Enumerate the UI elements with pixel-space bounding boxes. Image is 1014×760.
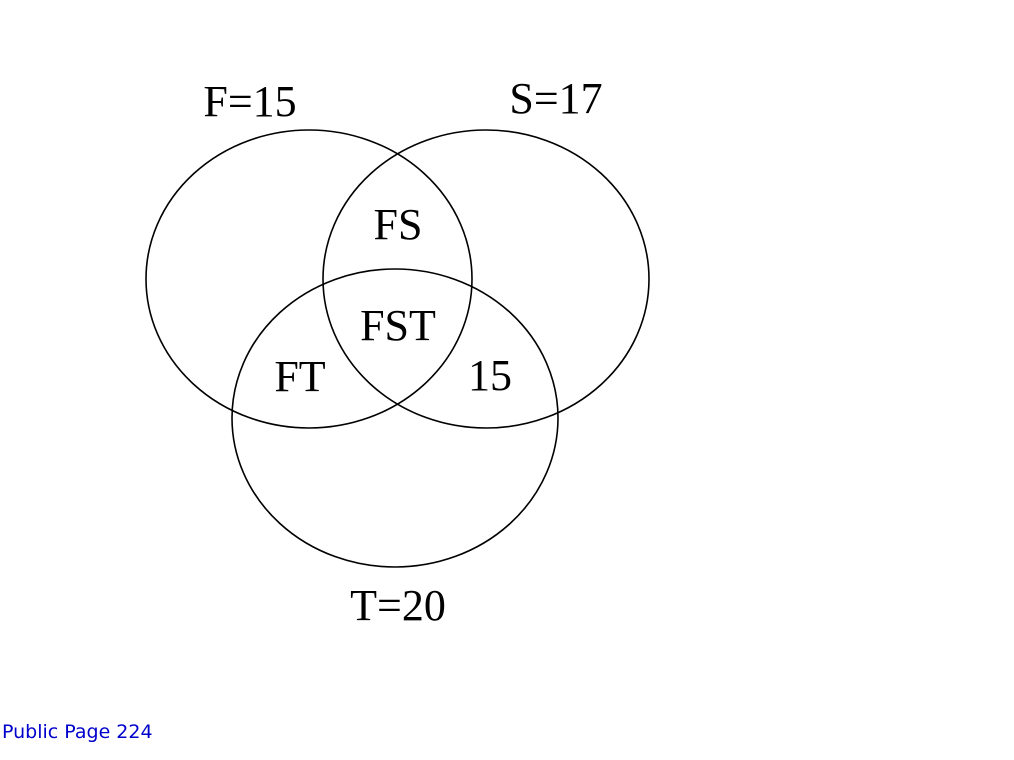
region-label-ft: FT xyxy=(274,352,325,401)
set-label-f: F=15 xyxy=(203,77,296,126)
circle-s xyxy=(322,129,650,429)
region-label-st: 15 xyxy=(468,351,512,400)
region-label-fst: FST xyxy=(360,301,436,350)
circle-t xyxy=(231,268,559,568)
circle-f xyxy=(145,129,473,429)
region-label-fs: FS xyxy=(374,200,423,249)
set-label-s: S=17 xyxy=(509,74,602,123)
set-label-t: T=20 xyxy=(350,581,446,630)
public-page-link[interactable]: Public Page 224 xyxy=(2,721,153,743)
